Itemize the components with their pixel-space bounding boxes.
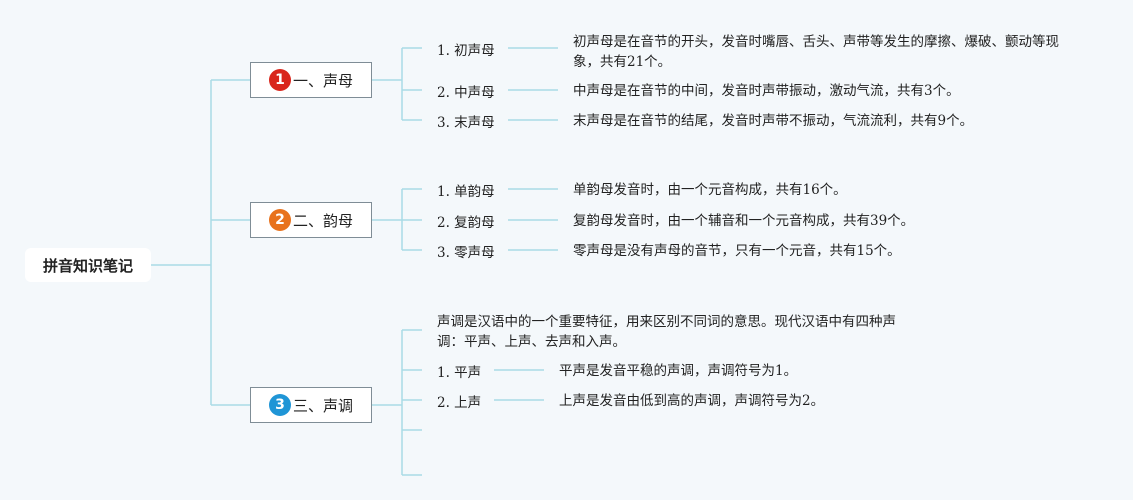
- topic-description: 零声母是没有声母的音节，只有一个元音，共有15个。: [573, 243, 901, 259]
- topic-initial-consonant[interactable]: 1. 初声母: [437, 43, 495, 59]
- section-vowels[interactable]: 2 二、韵母: [250, 202, 372, 238]
- section-label: 一、声母: [292, 71, 353, 90]
- tones-intro: 声调是汉语中的一个重要特征，用来区别不同词的意思。现代汉语中有四种声调：平声、上…: [437, 314, 896, 350]
- topic-description: 末声母是在音节的结尾，发音时声带不振动，气流流利，共有9个。: [573, 113, 974, 129]
- section-tones[interactable]: 3 三、声调: [250, 387, 372, 423]
- topic-description: 上声是发音由低到高的声调，声调符号为2。: [559, 393, 825, 409]
- topic-description: 初声母是在音节的开头，发音时嘴唇、舌头、声带等发生的摩擦、爆破、颤动等现象，共有…: [573, 34, 1059, 70]
- section-consonants[interactable]: 1 一、声母: [250, 62, 372, 98]
- number-badge-2: 2: [268, 209, 291, 231]
- topic-simple-vowel[interactable]: 1. 单韵母: [437, 184, 495, 200]
- topic-compound-vowel[interactable]: 2. 复韵母: [437, 215, 495, 231]
- topic-description: 单韵母发音时，由一个元音构成，共有16个。: [573, 182, 847, 198]
- topic-level-tone[interactable]: 1. 平声: [437, 365, 482, 381]
- topic-zero-initial[interactable]: 3. 零声母: [437, 245, 495, 261]
- root-label: 拼音知识笔记: [42, 256, 133, 275]
- topic-description: 复韵母发音时，由一个辅音和一个元音构成，共有39个。: [573, 213, 915, 229]
- section-label: 三、声调: [292, 396, 353, 415]
- number-badge-3: 3: [268, 394, 291, 416]
- topic-description: 平声是发音平稳的声调，声调符号为1。: [559, 363, 798, 379]
- root-node[interactable]: 拼音知识笔记: [25, 248, 151, 282]
- topic-rising-tone[interactable]: 2. 上声: [437, 395, 482, 411]
- section-label: 二、韵母: [292, 211, 353, 230]
- topic-description: 中声母是在音节的中间，发音时声带振动，激动气流，共有3个。: [573, 83, 960, 99]
- topic-final-consonant[interactable]: 3. 末声母: [437, 115, 495, 131]
- number-badge-1: 1: [268, 69, 291, 91]
- topic-medial-consonant[interactable]: 2. 中声母: [437, 85, 495, 101]
